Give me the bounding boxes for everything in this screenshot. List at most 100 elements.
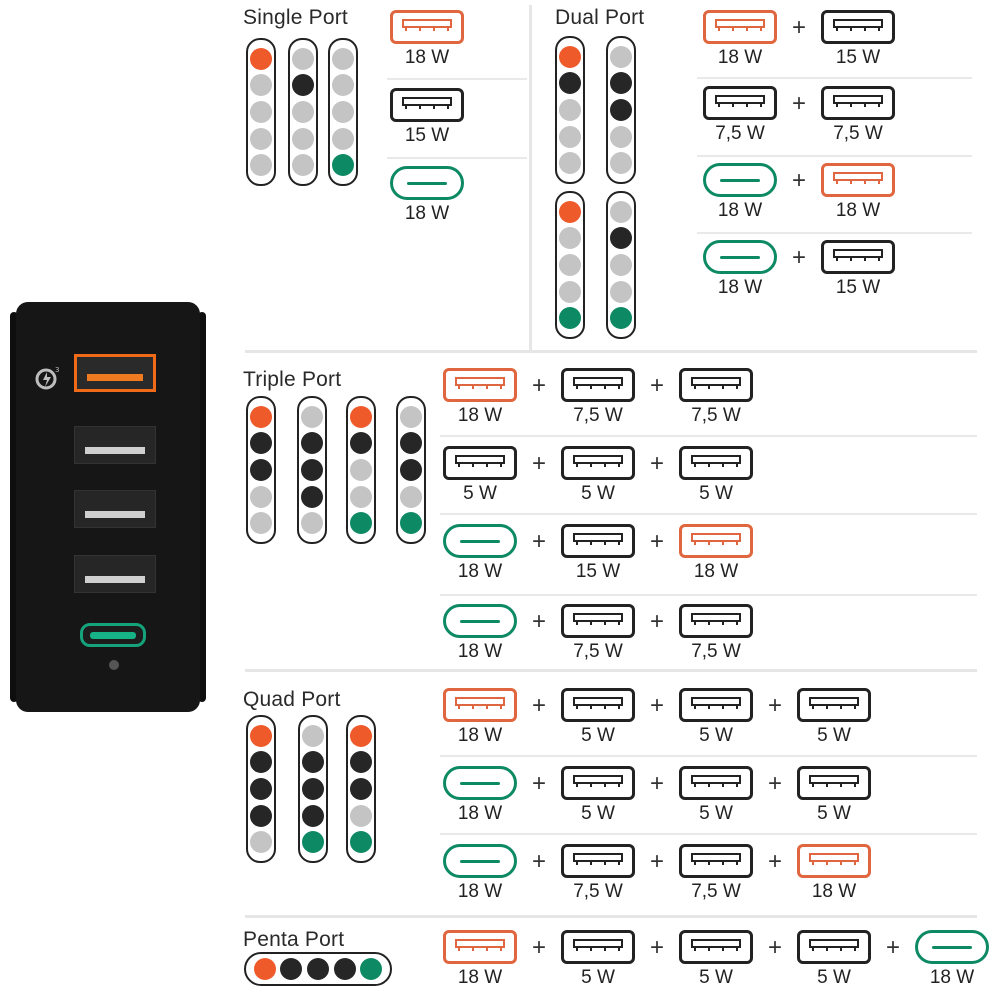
usb-quick-charge-port-icon [821, 163, 895, 197]
power-label: 5 W [699, 803, 733, 824]
power-label: 18 W [457, 725, 503, 746]
indicator-light-orange [250, 405, 272, 428]
indicator-light-black [306, 958, 329, 980]
power-label: 15 W [575, 561, 621, 582]
plus-sign: + [531, 692, 546, 719]
power-label: 18 W [457, 405, 503, 426]
charger-usbc-port [80, 623, 146, 647]
charger-usb-port-2 [74, 490, 156, 528]
indicator-light-orange [350, 724, 372, 747]
indicator-light-grey [301, 512, 323, 535]
power-label: 5 W [463, 483, 497, 504]
indicator-light-green [302, 831, 324, 854]
plus-sign: + [649, 528, 664, 555]
indicator-dual-4 [606, 191, 636, 339]
indicator-light-grey [400, 405, 422, 428]
indicator-light-grey [610, 45, 632, 68]
usb-port-icon [679, 688, 753, 722]
port-usbc: 18 W [440, 766, 520, 824]
usb-c-port-icon [390, 166, 464, 200]
charger-led-indicator [109, 660, 119, 670]
usb-quick-charge-port-icon [390, 10, 464, 44]
indicator-light-black [250, 458, 272, 481]
usb-c-port-icon [703, 240, 777, 274]
config-row-dual-1: 18 W+15 W [700, 10, 898, 68]
indicator-dual-2 [606, 36, 636, 184]
section-title-quad: Quad Port [243, 688, 341, 711]
indicator-triple-4 [396, 396, 426, 544]
row-divider-triple-2 [440, 513, 977, 515]
indicator-quad-1 [246, 715, 276, 863]
config-row-triple-3: 18 W+15 W+18 W [440, 524, 756, 582]
charger-right-edge [198, 312, 206, 702]
indicator-light-grey [250, 127, 272, 150]
row-divider-dual-1 [697, 77, 972, 79]
indicator-light-grey [350, 804, 372, 827]
port-usb-qc: 18 W [818, 163, 898, 221]
usb-port-icon [703, 86, 777, 120]
power-label: 18 W [717, 277, 763, 298]
section-title-penta: Penta Port [243, 928, 345, 951]
usb-quick-charge-port-icon [703, 10, 777, 44]
divider-triple [245, 350, 977, 353]
power-label: 18 W [811, 881, 857, 902]
indicator-light-orange [250, 724, 272, 747]
charger-left-edge [10, 312, 18, 702]
power-label: 18 W [929, 967, 975, 988]
power-label: 7,5 W [715, 123, 765, 144]
port-usbc: 18 W [440, 604, 520, 662]
usb-c-port-icon [443, 524, 517, 558]
usb-port-icon [561, 368, 635, 402]
indicator-light-black [301, 485, 323, 508]
power-label: 5 W [581, 483, 615, 504]
usb-c-port-icon [443, 766, 517, 800]
power-label: 15 W [835, 277, 881, 298]
indicator-light-grey [350, 485, 372, 508]
indicator-light-grey [332, 47, 354, 70]
port-usbc: 18 W [387, 166, 467, 224]
plus-sign: + [649, 608, 664, 635]
indicator-light-green [559, 307, 581, 330]
indicator-light-grey [292, 47, 314, 70]
plus-sign: + [531, 934, 546, 961]
indicator-dual-3 [555, 191, 585, 339]
port-usb: 5 W [676, 930, 756, 988]
plus-sign: + [649, 770, 664, 797]
power-label: 18 W [717, 200, 763, 221]
indicator-light-grey [292, 127, 314, 150]
power-label: 18 W [404, 203, 450, 224]
indicator-light-grey [250, 831, 272, 854]
usb-port-icon [561, 446, 635, 480]
port-usb: 7,5 W [676, 844, 756, 902]
power-label: 7,5 W [691, 641, 741, 662]
indicator-light-black [302, 777, 324, 800]
port-usb: 5 W [794, 766, 874, 824]
indicator-light-black [302, 804, 324, 827]
indicator-light-grey [610, 253, 632, 276]
indicator-light-orange [253, 958, 276, 980]
indicator-light-orange [250, 47, 272, 70]
port-usb: 15 W [818, 10, 898, 68]
indicator-light-grey [559, 98, 581, 121]
divider-vertical [529, 5, 532, 350]
port-usb: 7,5 W [558, 844, 638, 902]
usb-c-port-icon [703, 163, 777, 197]
port-usb-qc: 18 W [440, 368, 520, 426]
indicator-light-black [559, 72, 581, 95]
indicator-light-black [250, 432, 272, 455]
power-label: 5 W [817, 803, 851, 824]
usb-port-icon [443, 446, 517, 480]
config-row-single-2: 15 W [387, 88, 467, 146]
port-usb: 7,5 W [818, 86, 898, 144]
config-row-triple-1: 18 W+7,5 W+7,5 W [440, 368, 756, 426]
indicator-light-grey [292, 100, 314, 123]
config-row-single-3: 18 W [387, 166, 467, 224]
port-usb-qc: 18 W [440, 688, 520, 746]
indicator-light-grey [302, 724, 324, 747]
plus-sign: + [791, 14, 806, 41]
power-label: 18 W [457, 561, 503, 582]
plus-sign: + [649, 848, 664, 875]
indicator-light-black [350, 432, 372, 455]
charger-illustration: 3 [10, 302, 206, 712]
usb-port-icon [679, 766, 753, 800]
